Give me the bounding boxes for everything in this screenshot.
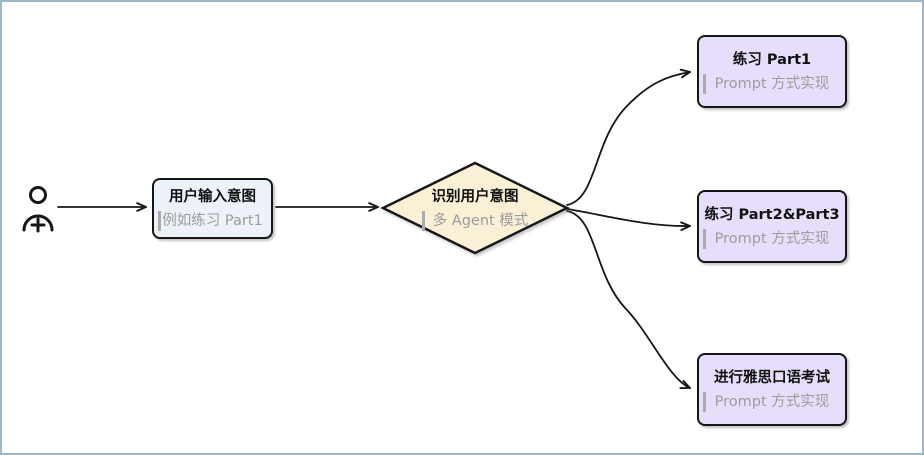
quote-bar [158, 210, 161, 231]
quote-bar [703, 228, 706, 249]
node-practice-part1: 练习 Part1 Prompt 方式实现 [697, 35, 847, 108]
node-intent-subtitle: 多 Agent 模式 [432, 213, 529, 229]
node-intent-title: 识别用户意图 [431, 189, 519, 205]
node-ielts-exam-subtitle: Prompt 方式实现 [714, 393, 830, 410]
edge-intent-to-part23 [566, 208, 691, 231]
node-practice-part1-subtitle: Prompt 方式实现 [714, 75, 830, 92]
intent-diamond-shape [380, 161, 570, 255]
node-practice-part23-subtitle: Prompt 方式实现 [714, 230, 830, 247]
node-practice-part23-title: 练习 Part2&Part3 [704, 206, 840, 223]
quote-bar [703, 73, 706, 94]
person-add-icon [22, 186, 54, 233]
node-practice-part23: 练习 Part2&Part3 Prompt 方式实现 [697, 190, 847, 263]
edge-intent-to-part1 [566, 68, 691, 206]
node-practice-part23-subtitle-row: Prompt 方式实现 [699, 228, 845, 249]
edge-intent-to-exam [566, 210, 691, 389]
node-user-input-title: 用户输入意图 [169, 188, 256, 205]
quote-bar [703, 391, 706, 412]
node-practice-part1-title: 练习 Part1 [732, 51, 812, 68]
node-intent-subtitle-row: 多 Agent 模式 [421, 211, 529, 231]
node-practice-part1-subtitle-row: Prompt 方式实现 [699, 73, 845, 94]
node-ielts-exam-subtitle-row: Prompt 方式实现 [699, 391, 845, 412]
node-user-input: 用户输入意图 例如练习 Part1 [152, 178, 273, 239]
node-ielts-exam: 进行雅思口语考试 Prompt 方式实现 [697, 353, 847, 426]
node-ielts-exam-title: 进行雅思口语考试 [714, 369, 830, 386]
node-user-input-subtitle: 例如练习 Part1 [162, 212, 263, 229]
node-intent-diamond: 识别用户意图 多 Agent 模式 [400, 184, 550, 234]
node-user-input-subtitle-row: 例如练习 Part1 [154, 210, 271, 231]
quote-bar [421, 211, 425, 231]
